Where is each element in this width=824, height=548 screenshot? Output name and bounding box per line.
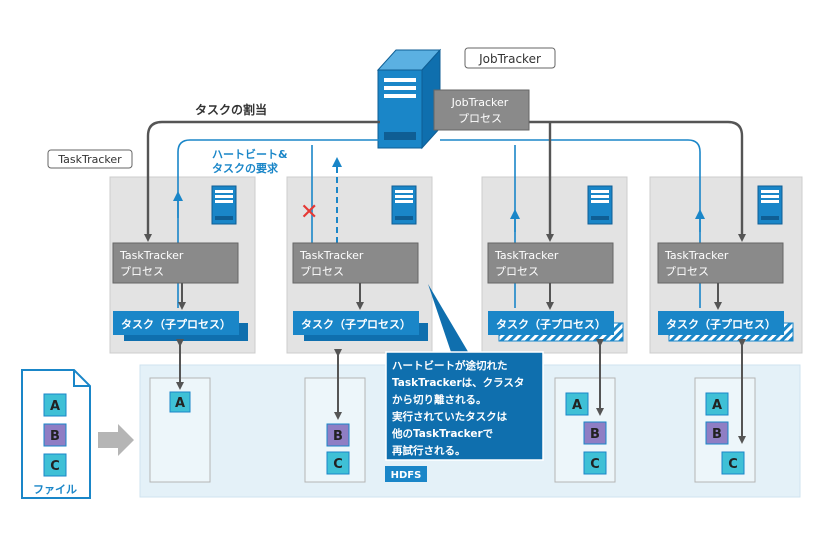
- task-child-3-label: タスク（子プロセス）: [496, 317, 606, 331]
- server-icon: [391, 185, 417, 225]
- tasktracker-tag-text: TaskTracker: [57, 153, 122, 166]
- callout-line5: 他のTaskTrackerで: [391, 427, 494, 440]
- file-block-a: A: [50, 399, 60, 414]
- file-icon: A B C ファイル: [21, 369, 91, 499]
- jobtracker-tag-text: JobTracker: [478, 52, 541, 66]
- block-a: A: [175, 396, 185, 411]
- server-icon: [587, 185, 613, 225]
- server-icon: [757, 185, 783, 225]
- tasktracker-process-1: [112, 242, 239, 284]
- jobtracker-server-icon: [376, 48, 442, 150]
- tasktracker-process-2: [292, 242, 419, 284]
- block-b: B: [712, 427, 722, 442]
- block-c: C: [590, 457, 600, 472]
- hdfs-blocks: A B C A B C A B C: [169, 391, 745, 475]
- task-child-4: [658, 311, 784, 335]
- tt-process-1-line2: プロセス: [120, 265, 164, 278]
- callout: ハートビートが途切れた TaskTrackerは、クラスタ から切り離される。 …: [385, 284, 544, 461]
- heartbeat-line-1: [177, 139, 380, 308]
- file-to-hdfs-arrow: [98, 424, 134, 456]
- task-assign-arrow-1: [144, 120, 380, 242]
- heartbeat-line-4: [440, 139, 701, 308]
- tt-process-1-line1: TaskTracker: [119, 249, 184, 262]
- jobtracker-process-line2: プロセス: [458, 112, 502, 125]
- tasktracker-tag: [47, 149, 133, 169]
- block-c: C: [728, 457, 738, 472]
- tt-process-4-line2: プロセス: [665, 265, 709, 278]
- tt-process-4-line1: TaskTracker: [664, 249, 729, 262]
- server-icon: [211, 185, 237, 225]
- jobtracker-process-line1: JobTracker: [451, 96, 509, 109]
- jobtracker-process: [433, 89, 530, 131]
- tasktracker-process-3: [487, 242, 614, 284]
- block-b: B: [333, 429, 343, 444]
- task-child-1-label: タスク（子プロセス）: [121, 317, 231, 331]
- failure-x-icon: ✕: [300, 200, 318, 225]
- heartbeat-label-line1: ハートビート&: [212, 147, 288, 161]
- jobtracker-tag: [464, 47, 556, 69]
- block-a: A: [572, 398, 582, 413]
- block-b: B: [590, 427, 600, 442]
- task-assign-arrow-4: [440, 120, 746, 242]
- callout-line6: 再試行される。: [392, 444, 466, 457]
- task-child-4-label: タスク（子プロセス）: [666, 317, 776, 331]
- task-child-1: [113, 311, 239, 335]
- tt-process-2-line1: TaskTracker: [299, 249, 364, 262]
- block-c: C: [333, 457, 343, 472]
- tt-process-3-line1: TaskTracker: [494, 249, 559, 262]
- heartbeat-label-line2: タスクの要求: [212, 161, 279, 175]
- hdfs-label: HDFS: [391, 470, 422, 481]
- tt-process-3-line2: プロセス: [495, 265, 539, 278]
- file-block-b: B: [50, 429, 60, 444]
- tasktracker-process-4: [657, 242, 784, 284]
- callout-line4: 実行されていたタスクは: [392, 410, 508, 423]
- task-child-2-label: タスク（子プロセス）: [301, 317, 411, 331]
- callout-line1: ハートビートが途切れた: [392, 359, 508, 372]
- file-label: ファイル: [33, 483, 77, 496]
- file-block-c: C: [50, 459, 60, 474]
- task-child-2: [293, 311, 419, 335]
- task-child-3: [488, 311, 614, 335]
- hdfs-label-bg: [385, 466, 427, 482]
- callout-line3: から切り離される。: [392, 393, 487, 406]
- block-a: A: [712, 398, 722, 413]
- callout-line2: TaskTrackerは、クラスタ: [392, 377, 524, 389]
- tt-process-2-line2: プロセス: [300, 265, 344, 278]
- task-assign-label: タスクの割当: [195, 102, 267, 117]
